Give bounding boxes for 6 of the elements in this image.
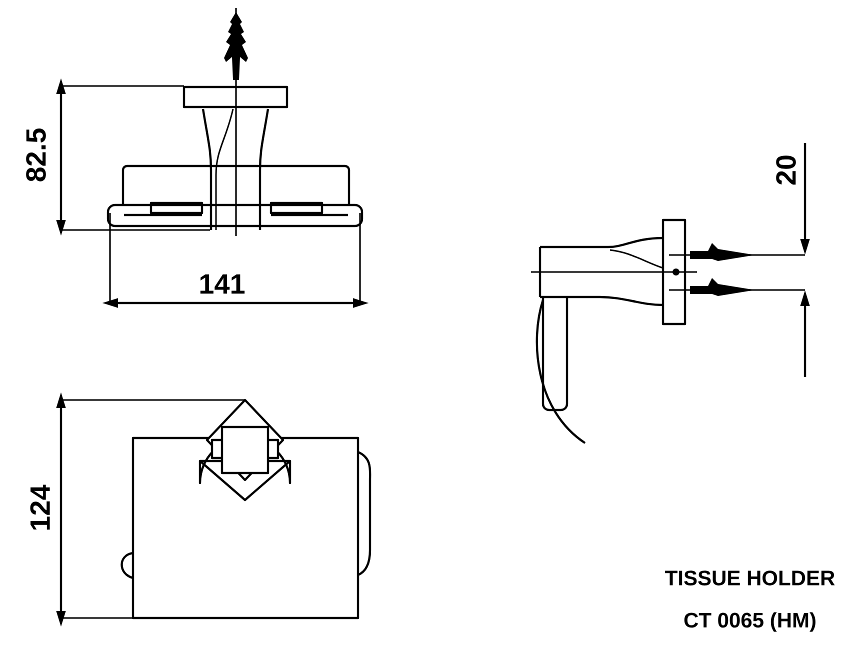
dimension-label: 141 <box>200 274 245 294</box>
dimension-label: 82.5 <box>26 128 46 182</box>
model-label: CT 0065 (HM) <box>684 612 816 632</box>
dimension-label: 124 <box>30 484 50 530</box>
title-label: TISSUE HOLDER <box>665 570 835 586</box>
dimension-label: 20 <box>776 156 796 185</box>
